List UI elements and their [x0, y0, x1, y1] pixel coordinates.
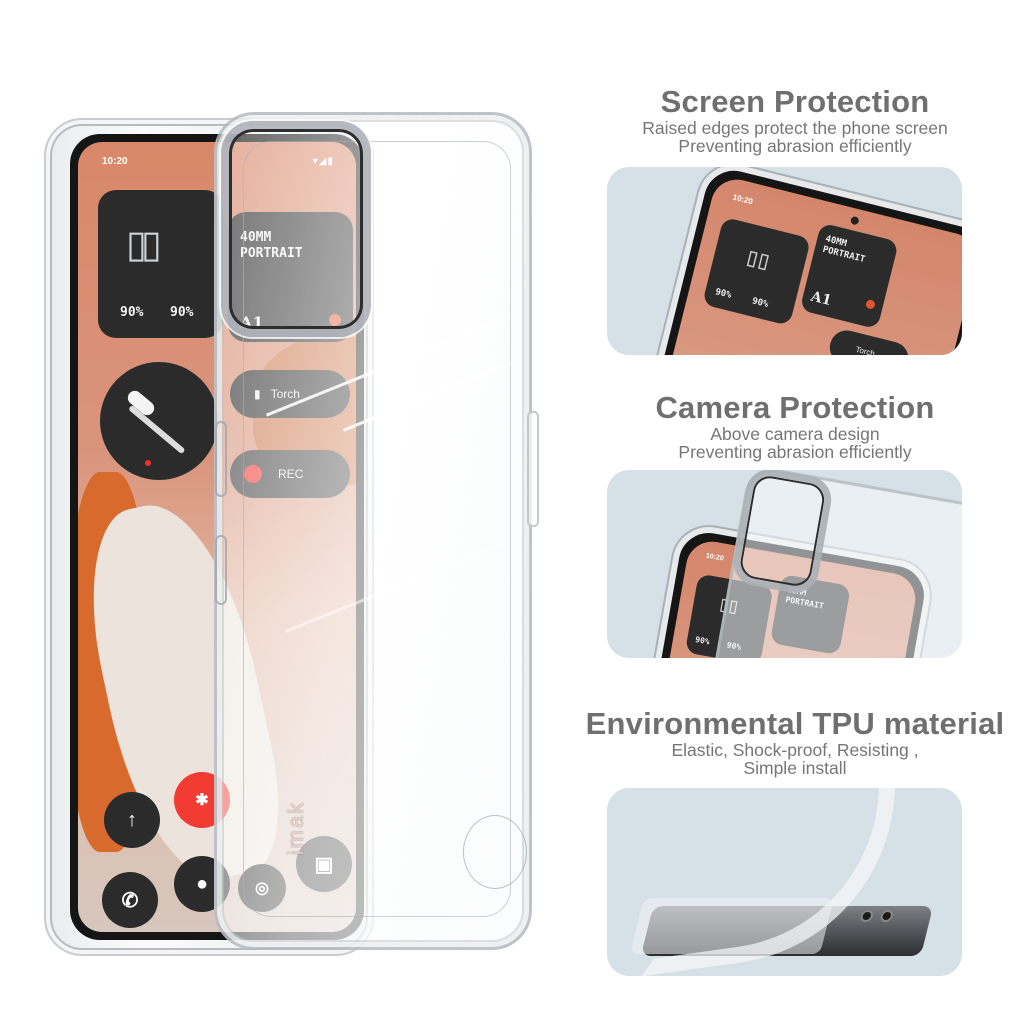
- earbuds-icon: ▯▯: [741, 241, 772, 277]
- status-time: 10:20: [102, 156, 128, 167]
- case-side-button-cover: [527, 411, 539, 527]
- camera-cutout: [221, 121, 371, 337]
- tpu-flex-image: [607, 788, 962, 976]
- feature-title: Camera Protection: [655, 390, 935, 425]
- earbuds-widget: ▯▯ 90% 90%: [702, 216, 812, 326]
- widget-label: 40MM PORTRAIT: [821, 234, 867, 265]
- earbuds-battery-widget: ▯▯ 90% 90%: [98, 190, 223, 338]
- battery-left: 90%: [694, 634, 711, 647]
- feature-description-line: Preventing abrasion efficiently: [678, 136, 912, 157]
- clock-widget: [100, 362, 218, 480]
- earbud-right-battery: 90%: [170, 305, 194, 320]
- product-hero-image: 10:20 ▾◢▮ ▯▯ 90% 90% 40MM PORTRAIT A1: [44, 112, 539, 956]
- feature-title: Environmental TPU material: [585, 706, 1005, 741]
- widget-model: A1: [809, 288, 834, 310]
- clock-hand-icon: [128, 404, 186, 455]
- torch-toggle: Torch: [826, 326, 913, 355]
- clear-tpu-case: imak: [214, 112, 539, 950]
- feature-screen-protection: Screen Protection Raised edges protect t…: [585, 84, 1005, 157]
- battery-right: 90%: [751, 296, 770, 310]
- brand-logo: imak: [283, 800, 309, 856]
- camera-cutout: [729, 470, 835, 597]
- feature-description-line: Above camera design: [710, 423, 880, 444]
- clock-red-dot: [145, 460, 151, 466]
- feature-description-line: Elastic, Shock-proof, Resisting ,: [671, 739, 919, 760]
- tilted-phone: 10:20 ▯▯ 90% 90% 40MM PORTRAIT A1 Torch: [635, 167, 962, 355]
- case-flat-section: [630, 898, 834, 954]
- case-button-cover: [958, 618, 962, 658]
- camera-widget: 40MM PORTRAIT A1: [799, 222, 899, 330]
- battery-left: 90%: [714, 287, 733, 301]
- earbuds-icon: ▯▯: [126, 224, 162, 266]
- clear-case-overlay: [704, 470, 962, 658]
- front-camera-icon: [849, 215, 860, 226]
- camera-protection-image: 10:20 ▯▯ 90% 90% 40MM PORTRAIT: [607, 470, 962, 658]
- feature-camera-protection: Camera Protection Above camera design Pr…: [585, 390, 1005, 463]
- record-dot-icon: [865, 298, 876, 310]
- feature-description-line: Preventing abrasion efficiently: [678, 442, 912, 463]
- status-time: 10:20: [731, 192, 754, 207]
- status-time: 10:20: [705, 552, 725, 563]
- case-lanyard-hole: [463, 815, 527, 889]
- mini-screen: 10:20 ▯▯ 90% 90% 40MM PORTRAIT A1 Torch: [652, 174, 962, 355]
- case-button-cover: [215, 421, 227, 497]
- feature-tpu-material: Environmental TPU material Elastic, Shoc…: [585, 706, 1005, 779]
- feature-description-line: Raised edges protect the phone screen: [642, 117, 948, 138]
- case-inner-edge: [243, 141, 511, 917]
- rear-camera-lens: [859, 910, 875, 922]
- case-button-cover: [215, 535, 227, 605]
- earbud-left-battery: 90%: [120, 305, 144, 320]
- phone-app-icon: ✆: [102, 872, 158, 928]
- arrow-up-app-icon: ↑: [104, 792, 160, 848]
- rear-camera-lens: [879, 910, 895, 922]
- feature-title: Screen Protection: [660, 84, 930, 119]
- screen-protection-image: 10:20 ▯▯ 90% 90% 40MM PORTRAIT A1 Torch: [607, 167, 962, 355]
- feature-description-line: Simple install: [743, 758, 847, 779]
